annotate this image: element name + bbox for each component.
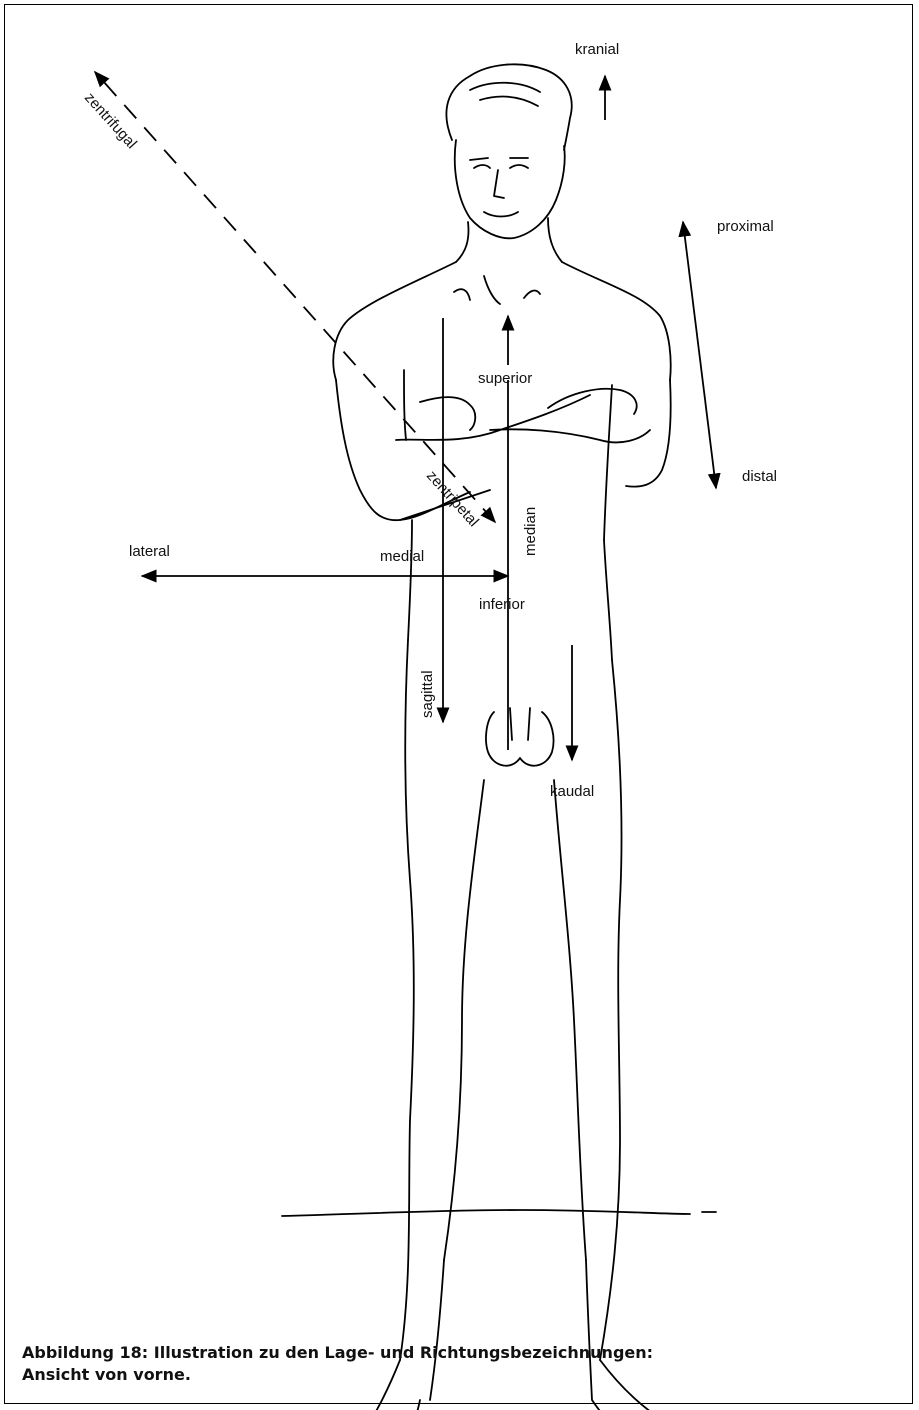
right-foot [586, 1260, 686, 1410]
label-proximal: proximal [717, 218, 774, 235]
human-figure-illustration [282, 64, 716, 1410]
ground-line [282, 1210, 716, 1216]
caption-line-1: Abbildung 18: Illustration zu den Lage- … [22, 1342, 882, 1364]
left-foot [345, 1260, 444, 1410]
label-lateral: lateral [129, 543, 170, 560]
label-zentrifugal: zentrifugal [81, 89, 140, 152]
label-distal: distal [742, 468, 777, 485]
groin [486, 708, 554, 766]
direction-labels: kranial proximal distal superior inferio… [81, 41, 777, 800]
figure-caption: Abbildung 18: Illustration zu den Lage- … [22, 1342, 882, 1386]
hair [446, 64, 571, 150]
label-inferior: inferior [479, 596, 525, 613]
torso [333, 262, 670, 380]
zentrifugal-zentripetal-arrow [95, 72, 495, 522]
label-kranial: kranial [575, 41, 619, 58]
label-superior: superior [478, 370, 532, 387]
proximal-distal-arrow [683, 222, 716, 488]
caption-line-2: Ansicht von vorne. [22, 1364, 882, 1386]
label-kaudal: kaudal [550, 783, 594, 800]
hips [408, 520, 612, 660]
right-leg [554, 660, 622, 1360]
label-sagittal: sagittal [419, 670, 436, 718]
neck [456, 218, 562, 262]
left-leg [400, 640, 484, 1360]
label-medial: medial [380, 548, 424, 565]
label-median: median [522, 507, 539, 556]
